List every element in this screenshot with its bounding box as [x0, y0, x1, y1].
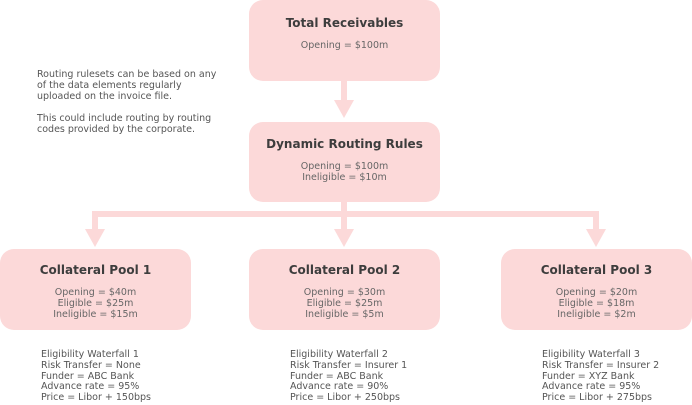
box-line: Ineligible = $5m [305, 309, 384, 320]
arrowhead-pool-3 [586, 229, 606, 247]
arrowhead-pool-1 [85, 229, 105, 247]
box-line: Ineligible = $10m [302, 172, 387, 183]
note-paragraph: Routing rulesets can be based on any of … [37, 69, 217, 102]
box-title: Total Receivables [285, 16, 404, 30]
box-title: Dynamic Routing Rules [266, 137, 423, 151]
arrowhead-router [334, 100, 354, 118]
collateral-pool-2-box: Collateral Pool 2 Opening = $30m Eligibl… [249, 249, 440, 330]
detail-line: Funder = XYZ Bank [542, 370, 635, 382]
box-line: Ineligible = $15m [53, 309, 138, 320]
detail-line: Risk Transfer = None [41, 359, 141, 371]
pool-1-details: Eligibility Waterfall 1 Risk Transfer = … [41, 349, 151, 404]
box-title: Collateral Pool 2 [288, 263, 401, 277]
connector-pool-2 [341, 214, 347, 230]
detail-line: Advance rate = 95% [41, 381, 140, 393]
box-line: Eligible = $25m [57, 298, 134, 309]
arrowhead-pool-2 [334, 229, 354, 247]
connector-pool-1 [92, 214, 98, 230]
detail-line: Risk Transfer = Insurer 1 [290, 359, 408, 371]
detail-line: Risk Transfer = Insurer 2 [542, 359, 660, 371]
pool-2-details: Eligibility Waterfall 2 Risk Transfer = … [290, 349, 408, 404]
detail-line: Eligibility Waterfall 1 [41, 349, 139, 360]
detail-line: Price = Libor + 275bps [542, 392, 652, 404]
connector-root-router [341, 81, 347, 101]
detail-line: Eligibility Waterfall 3 [542, 349, 640, 360]
collateral-pool-1-box: Collateral Pool 1 Opening = $40m Eligibl… [0, 249, 191, 330]
routing-note: Routing rulesets can be based on any of … [37, 69, 217, 135]
total-receivables-box: Total Receivables Opening = $100m [249, 0, 440, 81]
note-paragraph: This could include routing by routing co… [37, 113, 212, 135]
box-line: Opening = $40m [54, 287, 137, 298]
box-title: Collateral Pool 1 [39, 263, 152, 277]
box-line: Ineligible = $2m [557, 309, 636, 320]
detail-line: Funder = ABC Bank [41, 370, 135, 382]
detail-line: Eligibility Waterfall 2 [290, 349, 388, 360]
detail-line: Advance rate = 90% [290, 381, 389, 393]
box-line: Opening = $100m [300, 161, 389, 172]
connector-pool-3 [593, 214, 599, 230]
connector-router-split [341, 202, 347, 214]
box-line: Opening = $30m [303, 287, 386, 298]
box-line: Eligible = $18m [558, 298, 635, 309]
detail-line: Price = Libor + 250bps [290, 392, 400, 404]
dynamic-routing-rules-box: Dynamic Routing Rules Opening = $100m In… [249, 122, 440, 202]
detail-line: Advance rate = 95% [542, 381, 641, 393]
pool-3-details: Eligibility Waterfall 3 Risk Transfer = … [542, 349, 660, 404]
box-line: Eligible = $25m [306, 298, 383, 309]
detail-line: Funder = ABC Bank [290, 370, 384, 382]
detail-line: Price = Libor + 150bps [41, 392, 151, 404]
box-line: Opening = $100m [300, 40, 389, 51]
box-line: Opening = $20m [555, 287, 638, 298]
box-title: Collateral Pool 3 [540, 263, 653, 277]
collateral-pool-3-box: Collateral Pool 3 Opening = $20m Eligibl… [501, 249, 692, 330]
